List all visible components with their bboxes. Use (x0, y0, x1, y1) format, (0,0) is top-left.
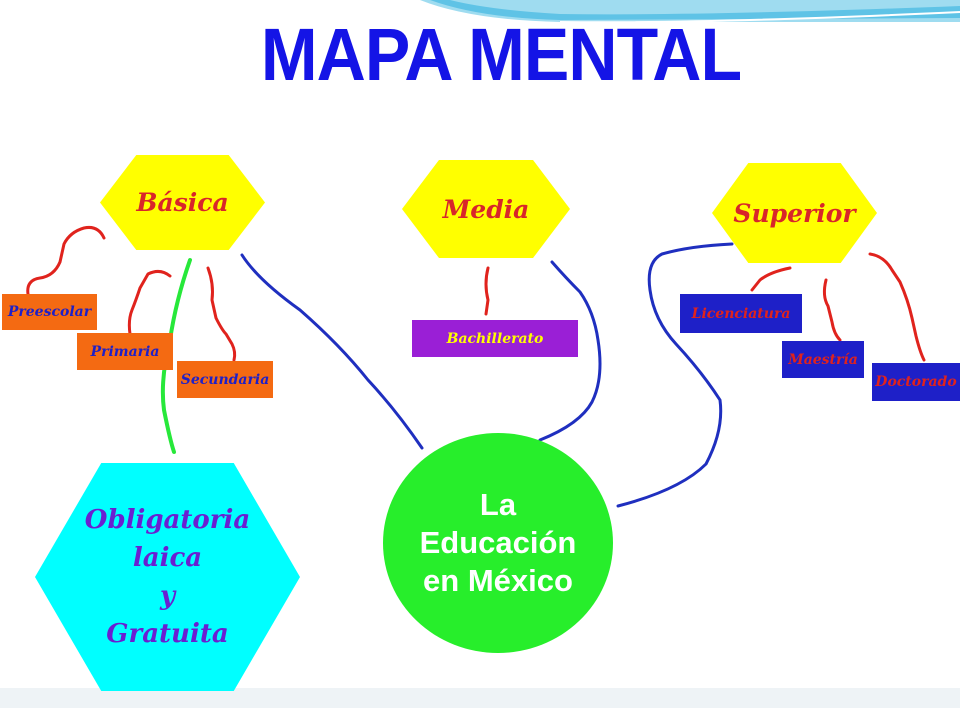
center-node: La Educación en México (383, 433, 613, 653)
connector-bachillerato (484, 266, 490, 316)
box-maestria-label: Maestría (788, 351, 858, 368)
box-doctorado-label: Doctorado (875, 374, 957, 390)
connector-media-center (538, 260, 602, 442)
hex-superior-label: Superior (733, 198, 856, 228)
connector-basica-center (240, 253, 424, 450)
box-maestria: Maestría (782, 341, 864, 378)
box-primaria: Primaria (77, 333, 173, 370)
hex-media: Media (402, 160, 570, 258)
connector-secundaria (206, 266, 237, 362)
center-line-3: en México (423, 563, 573, 598)
box-secundaria: Secundaria (177, 361, 273, 398)
note-line-2: laica (132, 543, 203, 573)
connector-superior-center (616, 242, 734, 508)
center-line-2: Educación (419, 525, 577, 560)
note-line-4: Gratuita (106, 619, 229, 649)
connector-primaria (127, 269, 172, 336)
hex-basica: Básica (100, 155, 265, 250)
hex-media-label: Media (442, 194, 530, 224)
page-title: MAPA MENTAL (260, 13, 742, 96)
hex-superior: Superior (712, 163, 877, 263)
note-line-3: y (159, 581, 176, 611)
connector-preescolar (26, 226, 106, 296)
note-line-1: Obligatoria (84, 505, 251, 535)
box-bachillerato: Bachillerato (412, 320, 578, 357)
box-licenciatura: Licenciatura (680, 294, 802, 333)
hex-basica-label: Básica (136, 188, 229, 217)
box-doctorado: Doctorado (872, 363, 960, 401)
connector-licenciatura (750, 266, 792, 292)
center-line-1: La (479, 487, 517, 522)
connector-maestria (822, 278, 842, 342)
box-primaria-label: Primaria (90, 343, 160, 360)
box-licenciatura-label: Licenciatura (691, 305, 791, 322)
box-bachillerato-label: Bachillerato (446, 330, 544, 347)
box-secundaria-label: Secundaria (180, 371, 270, 388)
box-preescolar-label: Preescolar (7, 304, 92, 320)
connector-doctorado (868, 252, 926, 362)
box-preescolar: Preescolar (2, 294, 97, 330)
